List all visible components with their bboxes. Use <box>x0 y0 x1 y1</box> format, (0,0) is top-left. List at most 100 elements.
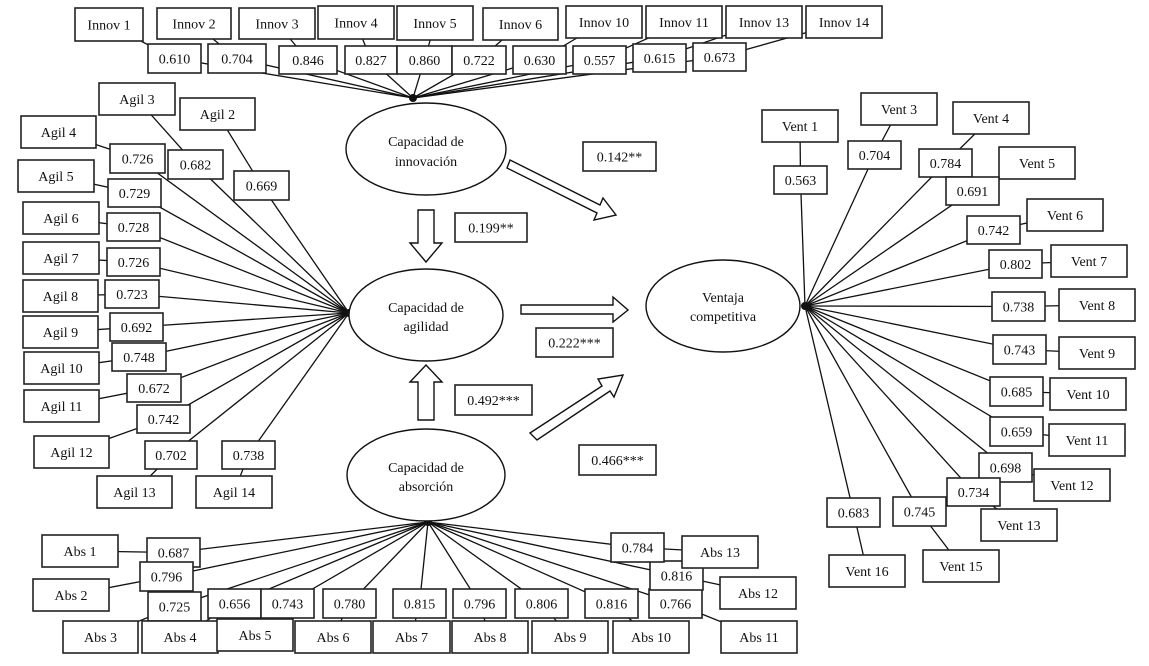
indicator-agil-7[interactable]: Agil 7 <box>22 241 100 275</box>
indicator-vent-8[interactable]: Vent 8 <box>1058 288 1136 322</box>
indicator-agil-4[interactable]: Agil 4 <box>20 115 97 149</box>
indicator-innov-1[interactable]: Innov 1 <box>74 7 144 42</box>
loading-agil-2-text: 0.669 <box>246 180 278 195</box>
construct-advantage[interactable]: Ventaja competitiva <box>645 259 801 353</box>
path-coef-absorption-agility: 0.492*** <box>454 384 533 416</box>
loading-edge-absorption-7 <box>410 521 429 638</box>
construct-absorption[interactable]: Capacidad de absorción <box>346 428 506 522</box>
arrow-absorption-to-agility <box>408 363 444 421</box>
indicator-innov-10-text: Innov 10 <box>579 16 629 31</box>
arrow-innovation-to-advantage <box>506 159 618 221</box>
indicator-vent-15[interactable]: Vent 15 <box>922 549 1000 583</box>
loading-innov-13-text: 0.615 <box>644 52 676 67</box>
indicator-abs-5[interactable]: Abs 5 <box>216 618 294 652</box>
indicator-agil-12[interactable]: Agil 12 <box>33 435 110 469</box>
indicator-vent-6[interactable]: Vent 6 <box>1026 198 1104 232</box>
indicator-agil-8[interactable]: Agil 8 <box>22 279 99 313</box>
indicator-innov-14[interactable]: Innov 14 <box>805 5 883 39</box>
indicator-innov-13[interactable]: Innov 13 <box>725 5 803 39</box>
indicator-innov-11-text: Innov 11 <box>659 16 709 31</box>
indicator-abs-3-text: Abs 3 <box>84 631 117 646</box>
loading-innov-4: 0.827 <box>344 45 398 75</box>
indicator-agil-5-text: Agil 5 <box>38 170 73 185</box>
construct-agility[interactable]: Capacidad de agilidad <box>348 268 504 362</box>
indicator-abs-8[interactable]: Abs 8 <box>451 620 529 654</box>
indicator-abs-13[interactable]: Abs 13 <box>681 535 759 569</box>
indicator-abs-11[interactable]: Abs 11 <box>720 620 798 654</box>
indicator-vent-13[interactable]: Vent 13 <box>980 508 1058 542</box>
loading-abs-8-text: 0.796 <box>464 598 496 613</box>
indicator-innov-1-text: Innov 1 <box>87 19 130 34</box>
indicator-abs-11-text: Abs 11 <box>739 631 779 646</box>
loading-abs-4-text: 0.656 <box>219 598 251 613</box>
indicator-abs-12[interactable]: Abs 12 <box>719 576 797 610</box>
indicator-agil-9[interactable]: Agil 9 <box>22 315 99 349</box>
indicator-innov-3[interactable]: Innov 3 <box>238 7 316 40</box>
loading-innov-6-text: 0.722 <box>463 54 495 69</box>
indicator-abs-6[interactable]: Abs 6 <box>294 620 372 654</box>
loading-innov-10: 0.630 <box>512 45 567 75</box>
indicator-vent-3[interactable]: Vent 3 <box>860 92 938 126</box>
indicator-vent-12[interactable]: Vent 12 <box>1033 468 1111 502</box>
loading-vent-8-text: 0.738 <box>1003 301 1035 316</box>
indicator-innov-10[interactable]: Innov 10 <box>565 5 643 39</box>
loading-vent-1: 0.563 <box>773 165 828 195</box>
loading-abs-11-text: 0.766 <box>660 598 692 613</box>
indicator-agil-14[interactable]: Agil 14 <box>195 475 273 509</box>
indicator-agil-5[interactable]: Agil 5 <box>17 159 95 193</box>
indicator-agil-10[interactable]: Agil 10 <box>23 351 100 385</box>
indicator-abs-9[interactable]: Abs 9 <box>531 620 609 654</box>
indicator-abs-2[interactable]: Abs 2 <box>32 578 110 612</box>
loading-agil-4-text: 0.726 <box>122 153 154 168</box>
indicator-vent-10[interactable]: Vent 10 <box>1049 377 1127 411</box>
indicator-vent-5[interactable]: Vent 5 <box>998 146 1076 180</box>
indicator-innov-2[interactable]: Innov 2 <box>156 7 232 40</box>
indicator-innov-4[interactable]: Innov 4 <box>317 5 395 40</box>
indicator-abs-7[interactable]: Abs 7 <box>372 620 451 654</box>
indicator-abs-2-text: Abs 2 <box>54 589 87 604</box>
indicator-agil-11-text: Agil 11 <box>41 400 83 415</box>
indicator-vent-7[interactable]: Vent 7 <box>1050 244 1128 278</box>
indicator-innov-11[interactable]: Innov 11 <box>645 5 723 39</box>
indicator-abs-5-text: Abs 5 <box>238 629 271 644</box>
indicator-agil-7-text: Agil 7 <box>43 252 78 267</box>
indicator-abs-1[interactable]: Abs 1 <box>41 534 119 568</box>
indicator-abs-10[interactable]: Abs 10 <box>612 620 690 654</box>
indicator-agil-2[interactable]: Agil 2 <box>179 97 256 131</box>
loading-innov-10-text: 0.630 <box>524 54 556 69</box>
loading-agil-9-text: 0.692 <box>121 321 153 336</box>
indicator-vent-12-text: Vent 12 <box>1050 479 1093 494</box>
indicator-vent-1[interactable]: Vent 1 <box>761 109 839 143</box>
loading-agil-5: 0.729 <box>107 178 162 208</box>
indicator-innov-5[interactable]: Innov 5 <box>396 5 474 41</box>
loading-vent-9-text: 0.743 <box>1004 344 1036 359</box>
indicator-agil-13[interactable]: Agil 13 <box>96 475 173 509</box>
indicator-agil-3[interactable]: Agil 3 <box>98 82 176 116</box>
path-coef-innovation-advantage-text: 0.142** <box>597 151 643 166</box>
indicator-vent-16[interactable]: Vent 16 <box>828 554 906 588</box>
indicator-abs-3[interactable]: Abs 3 <box>62 620 139 654</box>
construct-innovation[interactable]: Capacidad de innovación <box>345 102 507 196</box>
path-coef-innovation-advantage: 0.142** <box>582 141 657 172</box>
indicator-innov-13-text: Innov 13 <box>739 16 789 31</box>
loading-vent-12-text: 0.698 <box>990 462 1022 477</box>
arrow-absorption-to-advantage <box>528 374 625 441</box>
indicator-innov-14-text: Innov 14 <box>819 16 869 31</box>
loading-innov-5-text: 0.860 <box>409 54 441 69</box>
indicator-vent-10-text: Vent 10 <box>1066 388 1109 403</box>
indicator-innov-6[interactable]: Innov 6 <box>482 7 559 41</box>
construct-absorption-line1: Capacidad de <box>388 461 464 476</box>
path-coef-absorption-advantage-text: 0.466*** <box>591 454 644 469</box>
indicator-abs-4[interactable]: Abs 4 <box>141 620 219 654</box>
indicator-agil-6[interactable]: Agil 6 <box>22 201 100 235</box>
loading-innov-11: 0.557 <box>572 45 627 75</box>
indicator-vent-11[interactable]: Vent 11 <box>1048 423 1126 457</box>
indicator-vent-9[interactable]: Vent 9 <box>1058 336 1136 370</box>
loading-agil-7-text: 0.726 <box>118 256 150 271</box>
loading-agil-5-text: 0.729 <box>119 187 151 202</box>
indicator-agil-11[interactable]: Agil 11 <box>23 389 100 423</box>
indicator-vent-4[interactable]: Vent 4 <box>952 101 1030 135</box>
loading-agil-3: 0.682 <box>167 149 224 180</box>
path-coef-agility-advantage: 0.222*** <box>535 327 614 358</box>
